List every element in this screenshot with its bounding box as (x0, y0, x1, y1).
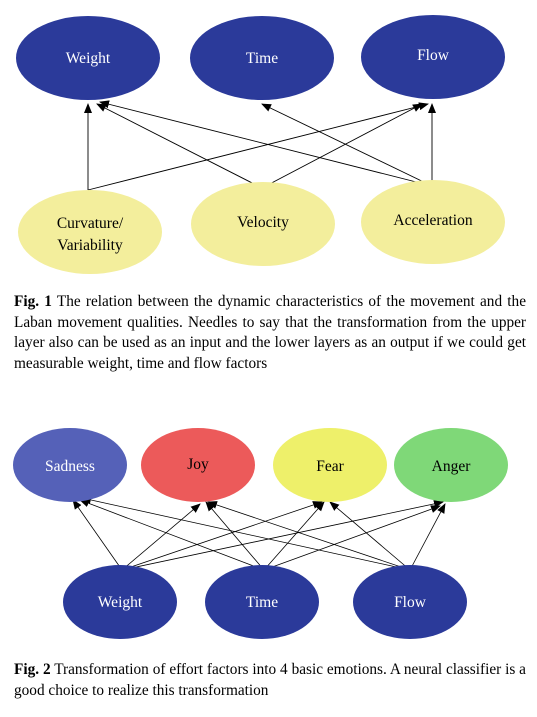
fig1-node-acceleration: Acceleration (361, 180, 505, 264)
fig2-edge-weight-anger (121, 499, 444, 571)
fig2-edge-flow-sadness (81, 496, 411, 571)
fig1-caption: Fig. 1 The relation between the dynamic … (14, 292, 526, 374)
fig2-node-sadness: Sadness (13, 428, 127, 502)
fig2-edge-flow-anger (409, 503, 446, 571)
fig2-node-flow-shape (353, 565, 467, 639)
fig2-node-fear-label: Fear (316, 458, 344, 475)
fig1-node-time-shape (190, 16, 334, 100)
fig2-node-weight: Weight (63, 565, 177, 639)
fig2-node-anger: Anger (394, 428, 508, 502)
fig2-caption: Fig. 2 Transformation of effort factors … (14, 660, 526, 701)
fig2-edge-time-joy (205, 501, 265, 571)
fig1-node-velocity: Velocity (191, 182, 335, 266)
fig2-node-anger-label: Anger (432, 458, 472, 475)
fig2-node-sadness-shape (13, 428, 127, 502)
fig2-node-joy-shape (141, 428, 255, 502)
fig2-node-time-label: Time (246, 594, 278, 611)
fig2-edge-weight-sadness (72, 499, 123, 571)
fig2-edge-time-sadness (79, 499, 265, 571)
fig1-node-curvature-shape (18, 190, 162, 274)
fig1-node-weight-label: Weight (66, 50, 111, 67)
fig2-node-flow: Flow (353, 565, 467, 639)
fig2-node-joy-label: Joy (187, 456, 209, 473)
fig2-caption-text: Transformation of effort factors into 4 … (14, 661, 526, 699)
fig1-caption-text: The relation between the dynamic charact… (14, 293, 526, 372)
fig1-node-weight-shape (16, 16, 160, 100)
fig2-edge-flow-fear (329, 501, 411, 571)
fig2-edge-weight-joy (121, 503, 201, 571)
fig1-node-acceleration-label: Acceleration (393, 212, 472, 229)
fig2-edge-time-anger (263, 505, 441, 571)
fig2-node-fear-shape (273, 428, 387, 502)
fig2-node-time: Time (205, 565, 319, 639)
fig1-edge-acceleration-time (261, 103, 433, 187)
fig2-node-flow-label: Flow (394, 594, 427, 611)
fig1-edge-curvature-flow (87, 102, 429, 191)
fig1-edges (84, 100, 436, 191)
fig2-node-weight-shape (63, 565, 177, 639)
fig2-edge-time-fear (263, 501, 325, 571)
fig1-node-curvature-label-line2: Variability (57, 237, 123, 254)
fig2-edges (72, 496, 446, 571)
fig1-caption-label: Fig. 1 (14, 293, 52, 310)
fig2-caption-label: Fig. 2 (14, 661, 51, 678)
fig1-node-curvature: Curvature/ Variability (18, 190, 162, 274)
fig1-node-flow-label: Flow (417, 47, 450, 64)
fig2-node-anger-shape (394, 428, 508, 502)
fig1-node-acceleration-shape (361, 180, 505, 264)
fig1-node-flow: Flow (361, 15, 505, 99)
fig2-node-fear: Fear (273, 428, 387, 502)
fig1-edge-velocity-flow (261, 103, 423, 189)
fig2-node-weight-label: Weight (98, 594, 143, 611)
fig1-node-velocity-shape (191, 182, 335, 266)
fig2-node-time-shape (205, 565, 319, 639)
fig1-node-weight: Weight (16, 16, 160, 100)
fig1-node-curvature-label-line1: Curvature/ (57, 215, 124, 232)
fig2-edge-weight-fear (121, 501, 323, 571)
fig2-edge-flow-joy (207, 501, 411, 571)
fig1-edge-acceleration-weight (99, 100, 433, 187)
fig2-node-joy: Joy (141, 428, 255, 502)
fig1-edge-velocity-weight (96, 103, 263, 189)
fig1-node-time-label: Time (246, 50, 278, 67)
fig1-node-flow-shape (361, 15, 505, 99)
fig1-node-time: Time (190, 16, 334, 100)
fig2-node-sadness-label: Sadness (45, 458, 95, 475)
fig1-node-velocity-label: Velocity (237, 214, 289, 231)
